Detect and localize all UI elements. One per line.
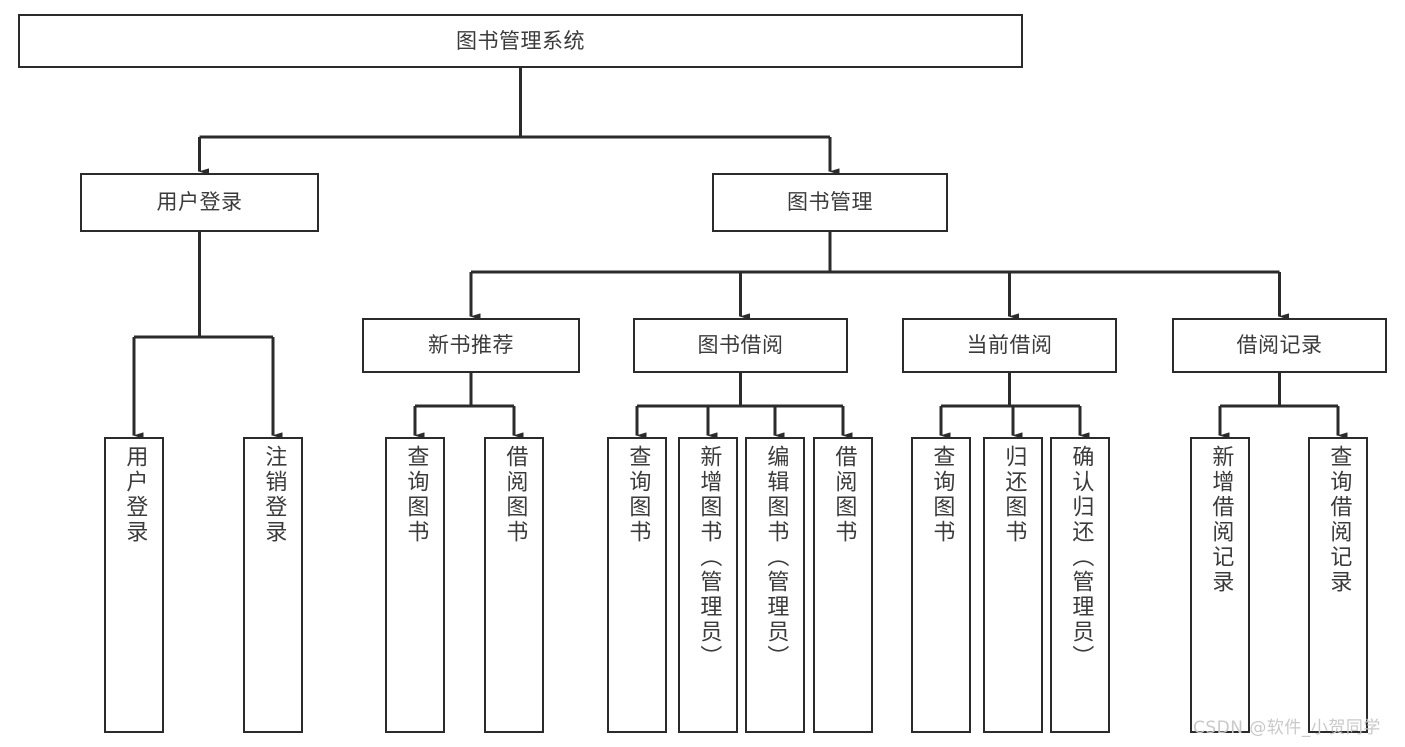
leaf-node-0[interactable]: 用户登录 [104, 437, 164, 733]
level2-node-label: 当前借阅 [966, 333, 1053, 358]
leaf-node-5[interactable]: 新增图书（管理员） [678, 437, 738, 733]
csdn-watermark: CSDN @软件_小贺同学 [1193, 718, 1381, 738]
root-node-label: 图书管理系统 [456, 28, 585, 53]
level2-node-3[interactable]: 借阅记录 [1172, 318, 1387, 373]
level2-node-0[interactable]: 新书推荐 [362, 318, 580, 373]
leaf-node-label: 编辑图书（管理员） [763, 445, 789, 670]
leaf-node-2[interactable]: 查询图书 [385, 437, 445, 733]
leaf-node-label: 借阅图书 [502, 445, 528, 545]
leaf-node-label: 查询图书 [403, 445, 429, 545]
leaf-node-label: 注销登录 [261, 445, 287, 545]
leaf-node-label: 新增图书（管理员） [696, 445, 722, 670]
leaf-node-12[interactable]: 查询借阅记录 [1308, 437, 1368, 733]
leaf-node-3[interactable]: 借阅图书 [484, 437, 544, 733]
level2-node-label: 图书借阅 [697, 333, 784, 358]
leaf-node-9[interactable]: 归还图书 [983, 437, 1043, 733]
leaf-node-label: 新增借阅记录 [1208, 445, 1234, 595]
leaf-node-1[interactable]: 注销登录 [243, 437, 303, 733]
leaf-node-label: 查询借阅记录 [1326, 445, 1352, 595]
level2-node-label: 借阅记录 [1236, 333, 1323, 358]
leaf-node-label: 借阅图书 [831, 445, 857, 545]
leaf-node-label: 查询图书 [625, 445, 651, 545]
level2-node-2[interactable]: 当前借阅 [902, 318, 1117, 373]
leaf-node-label: 确认归还（管理员） [1068, 445, 1094, 670]
level1-node-0[interactable]: 用户登录 [80, 173, 319, 232]
level1-node-label: 用户登录 [156, 190, 243, 215]
level1-node-label: 图书管理 [787, 190, 873, 215]
root-node-0[interactable]: 图书管理系统 [18, 14, 1023, 68]
leaf-node-11[interactable]: 新增借阅记录 [1190, 437, 1250, 733]
level2-node-label: 新书推荐 [428, 333, 514, 358]
leaf-node-7[interactable]: 借阅图书 [813, 437, 873, 733]
leaf-node-label: 用户登录 [122, 445, 148, 545]
leaf-node-label: 归还图书 [1001, 445, 1027, 545]
leaf-node-10[interactable]: 确认归还（管理员） [1050, 437, 1110, 733]
level2-node-1[interactable]: 图书借阅 [633, 318, 848, 373]
leaf-node-4[interactable]: 查询图书 [607, 437, 667, 733]
leaf-node-6[interactable]: 编辑图书（管理员） [745, 437, 805, 733]
leaf-node-label: 查询图书 [929, 445, 955, 545]
level1-node-1[interactable]: 图书管理 [712, 173, 948, 232]
connector-layer [132, 68, 1348, 439]
leaf-node-8[interactable]: 查询图书 [911, 437, 971, 733]
